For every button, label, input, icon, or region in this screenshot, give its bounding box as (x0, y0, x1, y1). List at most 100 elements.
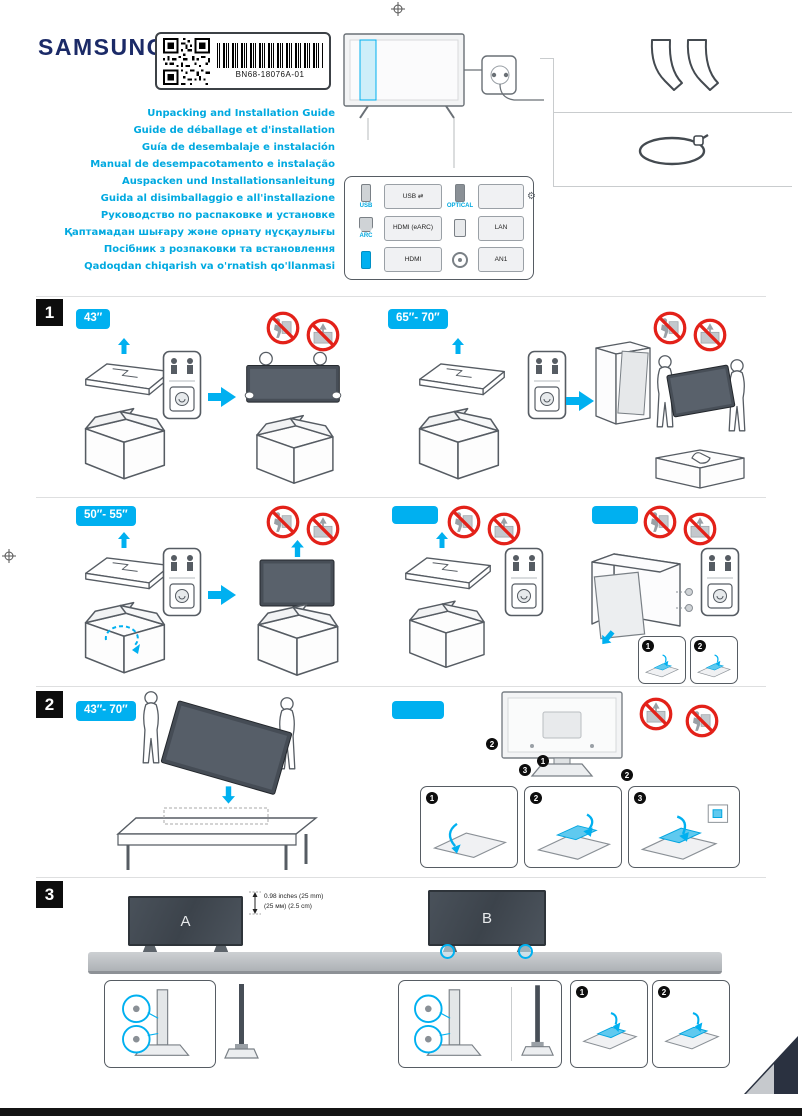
measure-line-2: (25 мм) (2.5 cm) (264, 903, 312, 911)
size-badge-blank (592, 506, 638, 524)
foot-position-highlight (518, 944, 533, 959)
title-uk: Посібник з розпаковки та встановлення (103, 244, 335, 255)
step-number-badge: 2 (530, 792, 542, 804)
assembly-step-panel-1: 1 (420, 786, 518, 868)
tv-foot (213, 946, 229, 954)
open-box-fold-arrow (84, 601, 166, 674)
prohibition-press-screen-icon (486, 511, 522, 547)
stand-slot-panel-1: 1 (570, 980, 648, 1068)
assembly-step-panel-2: 2 (524, 786, 622, 868)
mini-step-panel-1: 1 (638, 636, 686, 684)
step-number-badge: 2 (658, 986, 670, 998)
divider (36, 686, 766, 687)
lan-port: LAN (478, 215, 524, 241)
qr-code (163, 37, 210, 85)
slot-detail-illustration (643, 649, 681, 683)
prohibition-single-carry-icon (265, 310, 301, 346)
title-uz: Qadoqdan chiqarish va o'rnatish qo'llanm… (84, 261, 335, 272)
slot-detail-illustration (661, 1005, 723, 1057)
prohibition-press-screen-icon (305, 317, 341, 353)
section-3-number: 3 (36, 881, 63, 908)
step-number-badge: 1 (576, 986, 588, 998)
connection-ports-panel: USB USB ⇄ OPTICAL ⚙ ARC HDMI (eARC) LAN (344, 176, 536, 280)
samsung-logo: SAMSUNG (38, 34, 167, 60)
stand-attach-illustration (432, 822, 508, 858)
vertical-box-with-panel (595, 341, 651, 425)
two-person-lift-panel (162, 350, 202, 420)
size-badge-65-70: 65″- 70″ (388, 309, 448, 329)
step-number-badge: 1 (426, 792, 438, 804)
usb-plug-icon (361, 184, 371, 202)
title-es: Guía de desembalaje e instalación (141, 142, 335, 153)
registration-mark-left (2, 549, 16, 563)
tv-a: A (128, 896, 243, 954)
prohibition-single-carry-icon (446, 504, 482, 540)
title-pt: Manual de desempacotamento e instalação (90, 159, 335, 170)
hdmi-arc-plug-icon (359, 217, 373, 232)
slide-panel-out-of-box (591, 553, 693, 645)
prohibition-press-screen-icon (638, 696, 674, 732)
antenna-icon (452, 251, 468, 268)
arc-label: ARC (359, 233, 373, 239)
stand-slot-panel-2: 2 (652, 980, 730, 1068)
box-with-hand-illustration (655, 449, 745, 489)
gap-measurement-text: 0.98 inches (25 mm) (25 мм) (2.5 cm) (264, 892, 323, 912)
tv-foot (142, 946, 158, 954)
port-row-1: USB USB ⇄ OPTICAL ⚙ (351, 182, 536, 211)
stand-screw-detail-panel-a (104, 980, 216, 1068)
registration-mark-top (391, 2, 405, 16)
title-ru: Руководство по распаковке и установке (100, 210, 335, 221)
size-badge-blank (392, 701, 444, 719)
part-number: BN68-18076A-01 (235, 70, 305, 79)
step-number-badge: 1 (642, 640, 654, 652)
cable-tie-accessory (632, 124, 716, 174)
accessory-divider-1 (553, 112, 792, 113)
open-box-illustration (410, 390, 506, 482)
step-number-badge: 3 (519, 764, 531, 776)
title-it: Guida al disimballaggio e all'installazi… (100, 193, 335, 204)
gear-icon: ⚙ (527, 191, 536, 202)
slot-detail-illustration (579, 1005, 641, 1057)
next-step-arrow (208, 386, 236, 408)
two-person-lift-panel (162, 547, 202, 617)
step-number-badge: 1 (537, 755, 549, 767)
product-label: BN68-18076A-01 (155, 32, 331, 90)
title-fr: Guide de déballage et d'installation (133, 125, 335, 136)
size-badge-43-70: 43″- 70″ (76, 701, 136, 721)
prohibition-press-screen-icon (692, 317, 728, 353)
tv-side-view (224, 982, 260, 1068)
next-step-arrow (208, 584, 236, 606)
title-kk: Қаптамадан шығару және орнату нұсқаулығы (64, 227, 335, 238)
stand-screw-detail-panel-b (398, 980, 562, 1068)
optical-port (478, 184, 524, 209)
two-person-lift-panel (700, 547, 740, 617)
tv-a-label: A (180, 912, 191, 930)
size-badge-50-55: 50″- 55″ (76, 506, 136, 526)
two-person-lift-panel (504, 547, 544, 617)
tv-b-label: B (481, 909, 492, 927)
tv-b: B (428, 890, 546, 954)
barcode (217, 43, 323, 68)
step-number-badge: 2 (486, 738, 498, 750)
two-person-lift-panel (527, 350, 567, 420)
optical-label: OPTICAL (446, 203, 474, 209)
tv-shelf-surface (88, 952, 722, 974)
section-2-number: 2 (36, 691, 63, 718)
open-box-illustration (246, 398, 342, 486)
tv-back-with-stand (501, 691, 623, 777)
two-people-carrying-tv (656, 355, 746, 432)
prohibition-single-carry-icon (642, 504, 678, 540)
size-badge-43: 43″ (76, 309, 111, 329)
optical-plug-icon (455, 184, 465, 202)
stand-insert-illustration (536, 813, 612, 860)
step-number-badge: 3 (634, 792, 646, 804)
stand-legs-accessory (630, 36, 726, 102)
port-row-3: HDMI AN1 (351, 245, 527, 274)
one-connect-cable-icon (361, 250, 371, 269)
port-row-2: ARC HDMI (eARC) LAN (351, 214, 527, 243)
size-badge-blank (392, 506, 438, 524)
divider (36, 877, 766, 878)
section-1-number: 1 (36, 299, 63, 326)
tv-lift-from-box (257, 540, 339, 676)
